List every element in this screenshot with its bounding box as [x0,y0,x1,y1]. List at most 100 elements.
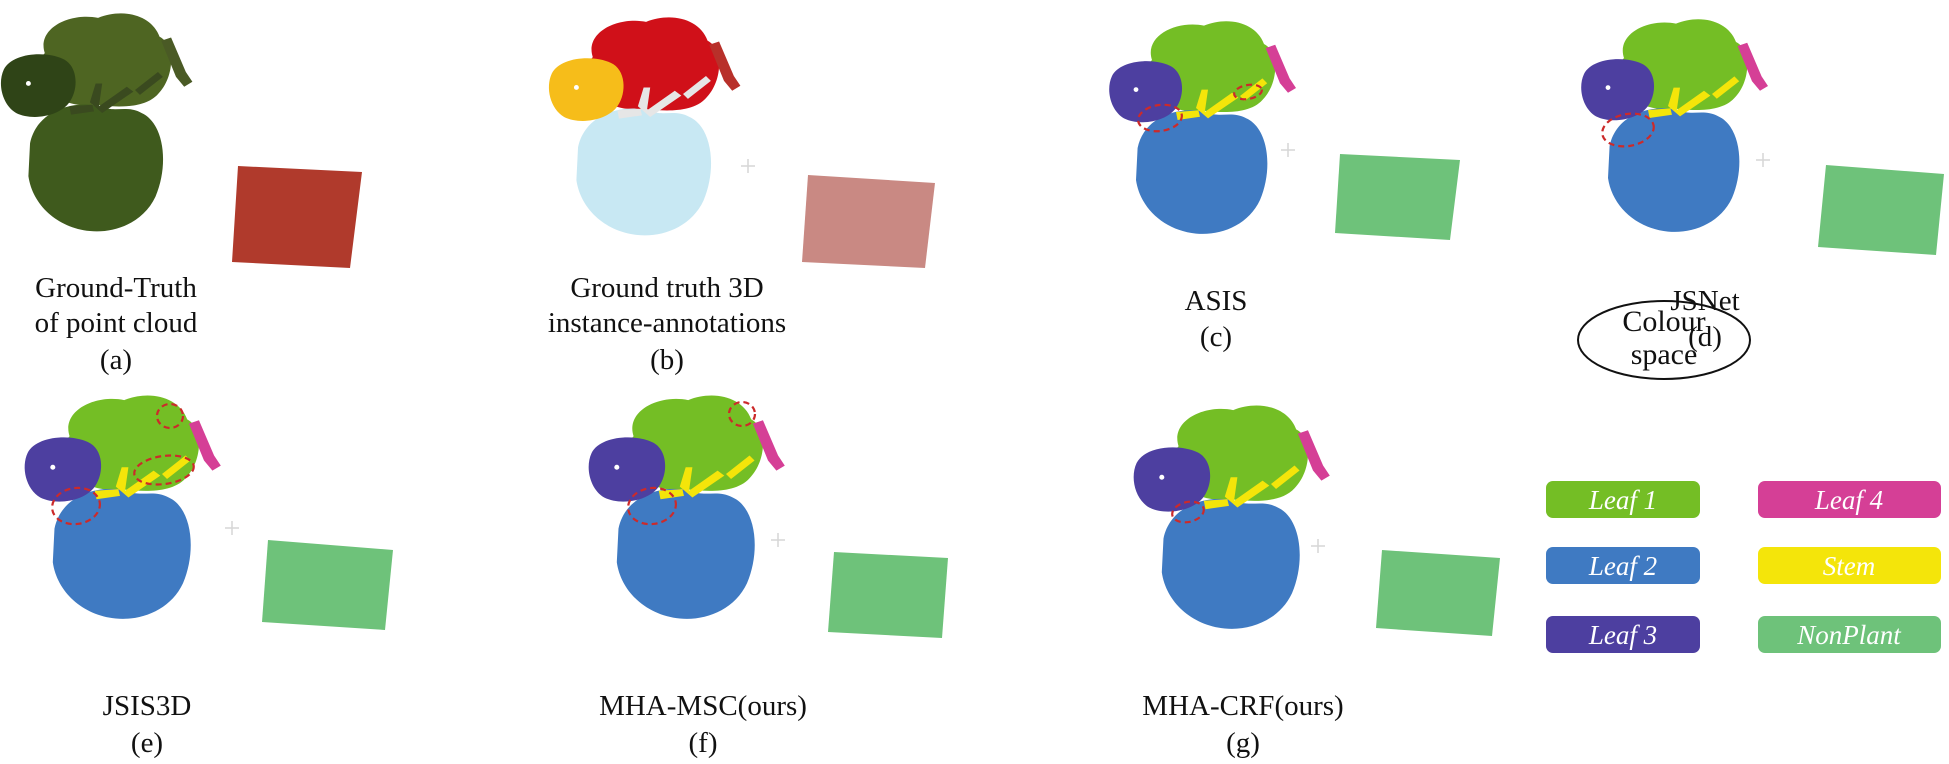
leaf3-g [1133,447,1211,512]
colour-space-legend: Colour space Leaf 1 Leaf 4 Leaf 2 Stem L… [1546,300,1941,653]
leaf2-d [1608,108,1740,232]
stem-right-f [726,455,755,480]
colour-space-ellipse [1577,300,1751,380]
caption-a-label: (a) [100,344,132,376]
plant-d [1581,19,1768,232]
colour-space-title-line-2: space [1631,338,1698,371]
stem-right-e [162,455,191,480]
caption-b-line-1: Ground truth 3D [570,272,763,304]
leaf4-g [1297,430,1330,481]
legend-label-leaf2: Leaf 2 [1588,551,1657,581]
stem-right-g [1271,465,1300,490]
legend-label-nonplant: NonPlant [1796,620,1902,650]
stem-right-c [1240,78,1268,101]
caption-e-line-1: JSIS3D [103,690,192,722]
leaf2-b [576,108,712,236]
leaf3-dot-g [1159,474,1165,480]
panel-marks [0,13,1944,638]
leaf3-dot-b [573,84,579,90]
caption-g-label: (g) [1226,727,1260,759]
leaf3-dot-c [1133,87,1139,92]
leaf2-a [28,104,164,232]
caption-b-label: (b) [650,344,684,376]
legend-label-leaf1: Leaf 1 [1588,485,1657,515]
ground-square-d [1818,165,1944,255]
caption-f-line-1: MHA-MSC(ours) [599,690,807,722]
ground-square-c [1335,154,1460,240]
leaf3-b [548,58,624,121]
stem-c [1196,89,1239,119]
stem-f [679,467,725,498]
legend-swatch-leaf4 [1758,481,1941,518]
caption-a-line-1: Ground-Truth [35,272,197,304]
stem-branch-a [69,104,94,115]
captions: Ground-Truth of point cloud (a) Ground t… [35,272,1740,759]
stem-branch-b [617,108,642,119]
stem-branch-e [94,489,120,500]
leaf4-a [161,37,193,87]
caption-b-line-2: instance-annotations [548,307,786,339]
plant-g [1133,405,1330,629]
stem-d [1668,87,1711,117]
ground-square-g [1376,550,1500,636]
caption-f-label: (f) [689,727,718,759]
caption-c-label: (c) [1200,321,1232,353]
caption-c-line-1: ASIS [1185,285,1248,317]
stem-right-a [135,71,163,95]
legend-label-leaf4: Leaf 4 [1814,485,1883,515]
legend-swatch-leaf1 [1546,481,1700,518]
leaf4-b [709,41,741,91]
legend-swatch-nonplant [1758,616,1941,653]
plant-e [24,395,221,619]
leaf4-e [188,420,221,471]
leaf4-f [752,420,785,471]
stem-g [1224,477,1270,508]
ground-square-e [262,540,393,630]
error-ellipse-d1 [1601,112,1655,148]
legend-label-stem: Stem [1823,551,1875,581]
caption-a-line-2: of point cloud [35,307,198,339]
leaf3-c [1109,61,1183,123]
leaf3-dot-d [1605,85,1611,90]
ground-square-b [802,175,935,268]
leaf3-a [0,54,76,117]
leaf4-d [1737,42,1768,91]
ground-square-a [232,166,362,268]
stem-a [89,83,134,113]
error-ellipse-g1 [1171,500,1205,524]
legend-swatch-leaf2 [1546,547,1700,584]
leaf3-dot-f [614,464,620,470]
leaf3-dot-a [25,80,31,86]
leaf3-d [1581,59,1655,121]
ground-square-f [828,552,948,638]
leaf2-c [1136,110,1268,234]
leaf3-e [24,437,102,502]
leaf2-g [1161,498,1300,629]
error-ellipse-e2 [155,402,185,430]
legend-swatch-stem [1758,547,1941,584]
plant-c [1109,21,1296,234]
caption-d-label: (d) [1688,321,1722,353]
leaf2-e [52,488,191,619]
caption-e-label: (e) [131,727,163,759]
leaf2-f [616,488,755,619]
error-ellipse-f1 [627,486,677,526]
stem-branch-d [1648,108,1672,118]
caption-g-line-1: MHA-CRF(ours) [1142,690,1343,722]
leaf3-f [588,437,666,502]
plant-b [548,17,741,236]
caption-d-line-1: JSNet [1670,285,1739,317]
stem-branch-g [1203,499,1229,510]
error-ellipse-c2 [1233,83,1263,101]
plant-a [0,13,193,232]
stem-right-d [1712,76,1740,99]
error-ellipse-e3 [133,454,195,486]
error-ellipse-c1 [1137,103,1183,133]
stem-e [115,467,161,498]
stem-right-b [683,75,711,99]
colour-space-title-line-1: Colour [1622,305,1705,338]
leaf3-dot-e [50,464,56,470]
legend-swatch-leaf3 [1546,616,1700,653]
stem-b [637,87,682,117]
